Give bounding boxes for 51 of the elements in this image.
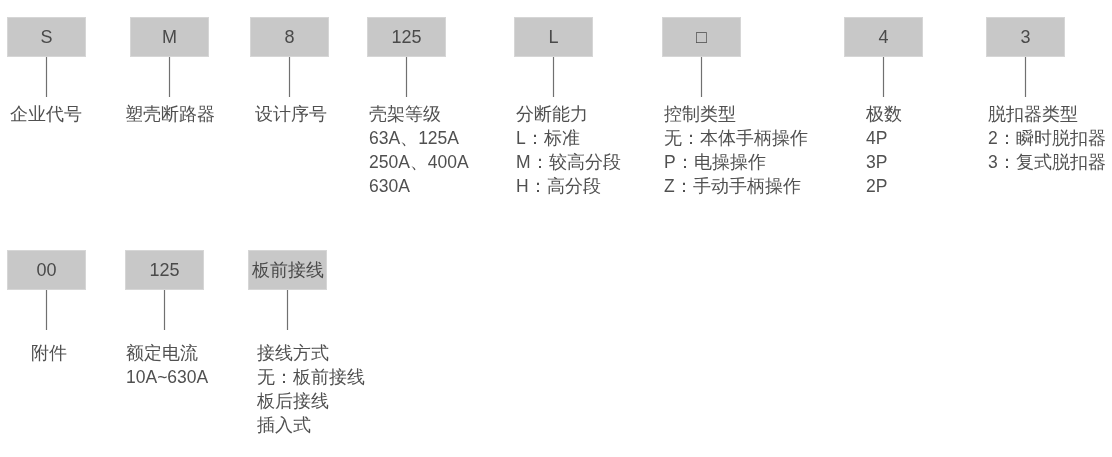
field-heading: 企业代号 (10, 103, 82, 126)
connector-line (163, 289, 166, 331)
option-text: 4P (866, 127, 888, 150)
code-box: 125 (367, 17, 446, 57)
option-text: 插入式 (257, 414, 311, 437)
option-text: M：较高分段 (516, 151, 621, 174)
code-box: S (7, 17, 86, 57)
code-box: L (514, 17, 593, 57)
option-text: 63A、125A (369, 127, 459, 150)
code-box: 8 (250, 17, 329, 57)
option-text: 2：瞬时脱扣器 (988, 127, 1106, 150)
code-box: 00 (7, 250, 86, 290)
field-heading: 接线方式 (257, 342, 329, 365)
option-text: 板后接线 (257, 390, 329, 413)
code-box: 板前接线 (248, 250, 327, 290)
connector-line (405, 56, 408, 98)
connector-line (700, 56, 703, 98)
code-box: 3 (986, 17, 1065, 57)
option-text: Z：手动手柄操作 (664, 175, 801, 198)
connector-line (552, 56, 555, 98)
connector-line (45, 289, 48, 331)
field-heading: 壳架等级 (369, 103, 441, 126)
connector-line (45, 56, 48, 98)
option-text: 3：复式脱扣器 (988, 151, 1106, 174)
field-heading: 额定电流 (126, 342, 198, 365)
option-text: H：高分段 (516, 175, 601, 198)
option-text: 3P (866, 151, 888, 174)
option-text: P：电操操作 (664, 151, 766, 174)
option-text: 630A (369, 175, 410, 198)
code-box: 4 (844, 17, 923, 57)
connector-line (1024, 56, 1027, 98)
option-text: 无：板前接线 (257, 366, 365, 389)
code-box: M (130, 17, 209, 57)
field-heading: 控制类型 (664, 103, 736, 126)
code-box: 125 (125, 250, 204, 290)
field-heading: 分断能力 (516, 103, 588, 126)
connector-line (882, 56, 885, 98)
option-text: 250A、400A (369, 151, 469, 174)
option-text: 无：本体手柄操作 (664, 127, 808, 150)
option-text: 10A~630A (126, 366, 209, 389)
field-heading: 极数 (866, 103, 902, 126)
connector-line (288, 56, 291, 98)
field-heading: 设计序号 (255, 103, 327, 126)
code-box: □ (662, 17, 741, 57)
option-text: 2P (866, 175, 888, 198)
option-text: L：标准 (516, 127, 580, 150)
field-heading: 塑壳断路器 (125, 103, 215, 126)
field-heading: 脱扣器类型 (988, 103, 1078, 126)
field-heading: 附件 (31, 342, 67, 365)
connector-line (286, 289, 289, 331)
connector-line (168, 56, 171, 98)
